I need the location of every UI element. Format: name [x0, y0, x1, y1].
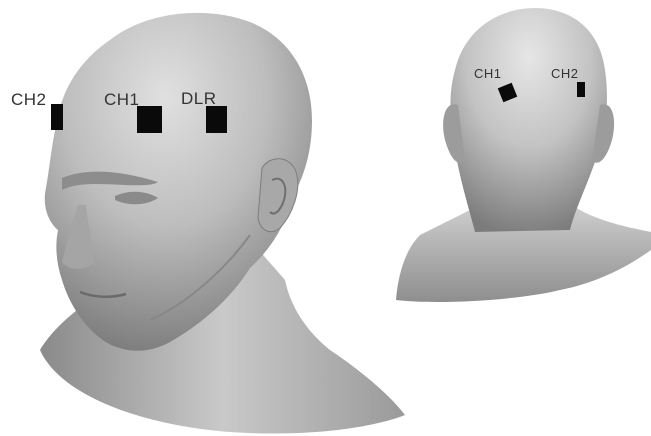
back-head-view	[396, 8, 651, 302]
front-label-ch1: CH1	[104, 90, 140, 110]
front-electrode-dlr	[206, 106, 227, 133]
front-electrode-ch1	[137, 106, 162, 133]
front-label-dlr: DLR	[181, 89, 217, 109]
front-electrode-ch2	[51, 104, 63, 130]
back-label-ch2: CH2	[551, 66, 579, 81]
front-head-view	[40, 13, 405, 434]
back-label-ch1: CH1	[474, 66, 502, 81]
front-label-ch2: CH2	[11, 90, 47, 110]
back-electrode-ch2	[577, 82, 585, 97]
back-head	[450, 8, 606, 232]
front-ear	[258, 159, 298, 232]
